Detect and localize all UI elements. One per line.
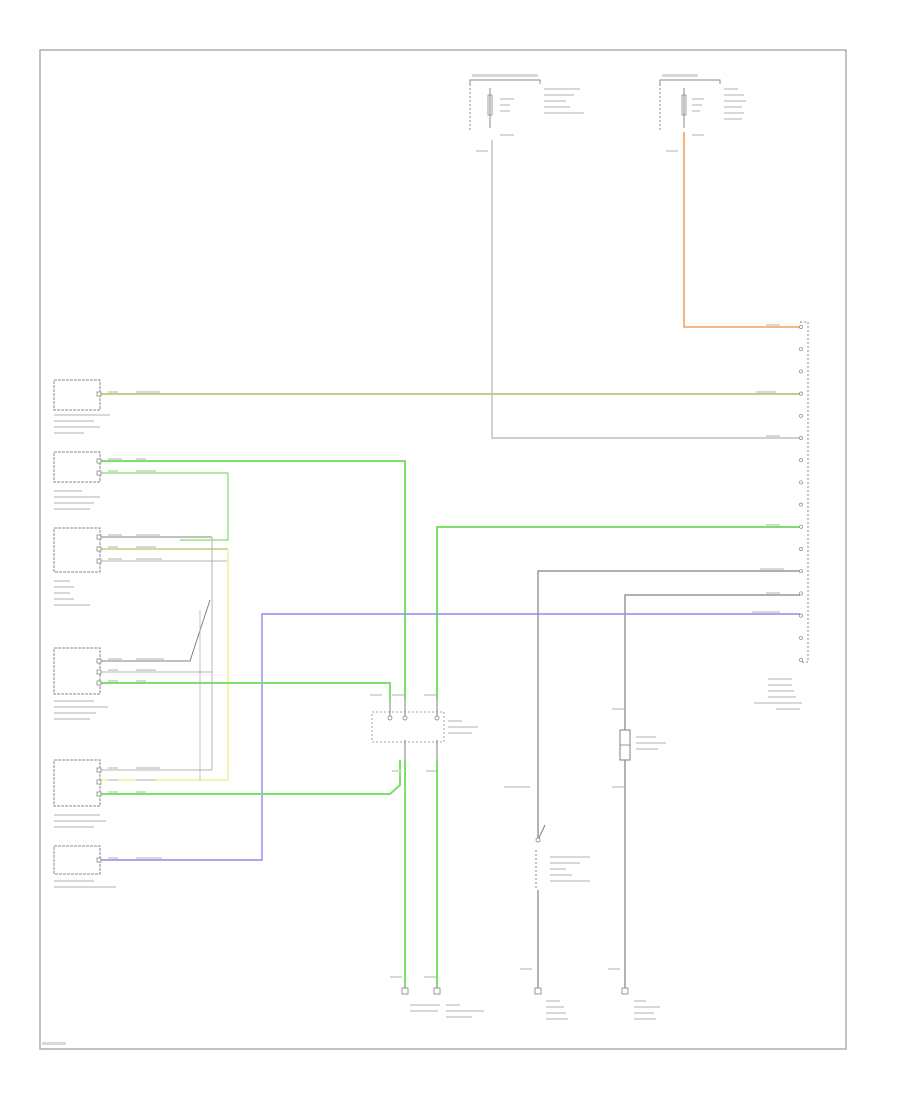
label-placeholders [42,74,802,1045]
module-3 [53,527,102,573]
connector-pin [799,524,803,529]
wire-yellow-down [100,549,229,781]
connector-pin [799,658,803,662]
ground-4 [621,987,629,995]
wire-module4-1 [100,599,211,662]
connector-pin [799,325,803,329]
connector-pin [799,591,803,596]
connector-pin [799,436,803,440]
switch-mid [535,824,546,890]
module-1 [53,379,102,411]
connector-pin [799,547,803,551]
wire-green-upper [100,460,406,700]
wire-green-connector [436,526,800,700]
data-link-connector [799,321,809,663]
fuse-top-right [659,79,721,132]
module-2 [53,451,102,483]
wire-green-module5 [100,760,401,795]
ground-2 [433,987,441,995]
relay-right [619,729,631,761]
wire-green-short [100,472,229,541]
connector-pin [799,569,803,574]
connector-pin [799,413,803,418]
wire-green-module4 [100,682,391,700]
diagram-frame [39,49,847,1050]
ground-3 [534,987,542,995]
module-4 [53,647,102,695]
ground-1 [401,987,409,995]
wire-dark-2 [624,594,800,730]
connector-pin [799,347,803,352]
wire-gray-top [491,140,800,439]
connector-pin [799,613,803,618]
module-6 [53,845,102,875]
fuse-top-left [469,79,541,132]
wire-blue [100,613,800,861]
relay-center [371,700,445,760]
wire-orange [683,132,800,328]
connector-pin [799,480,803,485]
wire-dark-1 [537,570,800,840]
connector-pin [799,458,803,463]
module-5 [53,759,102,807]
connector-pin [799,635,803,640]
connector-pin [799,391,803,396]
connector-pin [799,369,803,374]
connector-pin [799,502,803,507]
